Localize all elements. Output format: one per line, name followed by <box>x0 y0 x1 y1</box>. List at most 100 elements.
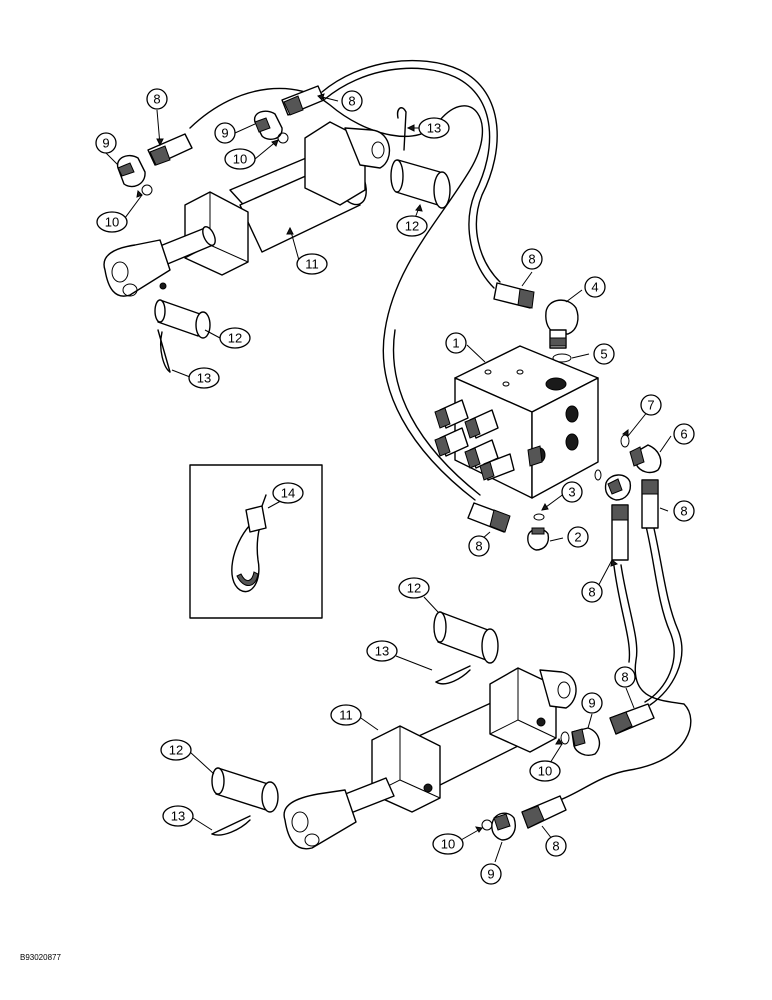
leader-6 <box>659 435 672 453</box>
arrow-10a <box>271 139 279 147</box>
cartridge-3-hex <box>464 417 481 439</box>
callout-8: 8 <box>673 500 695 522</box>
cotter-pin-lower-left-2 <box>211 819 251 836</box>
callout-oval <box>272 482 304 504</box>
leader-9c <box>587 713 593 729</box>
callout-oval <box>521 248 543 270</box>
callout-2: 2 <box>567 526 589 548</box>
leader-11b <box>357 715 379 731</box>
valve-block <box>434 345 599 499</box>
callout-label: 8 <box>680 504 687 519</box>
lower-clevis-hole-2 <box>304 833 320 847</box>
callout-9: 9 <box>480 863 502 885</box>
arrow-8f <box>610 559 619 567</box>
cotter-pin-upper-left <box>157 329 171 373</box>
valve-top-hole-1 <box>484 369 492 375</box>
arrow-8a <box>156 138 164 147</box>
lower-gland-edge-2 <box>399 779 441 799</box>
callout-8: 8 <box>468 535 490 557</box>
upper-pins <box>154 107 451 373</box>
lower-rear-clevis-hole <box>557 681 571 699</box>
callout-11: 11 <box>296 253 328 275</box>
callout-9: 9 <box>581 692 603 714</box>
callout-13: 13 <box>418 117 450 139</box>
valve-right-port-1 <box>565 405 579 423</box>
callout-oval <box>146 88 168 110</box>
callout-13: 13 <box>188 367 220 389</box>
callout-oval <box>396 215 428 237</box>
valve-top-hole-3 <box>502 381 510 387</box>
leader-8g <box>625 687 635 709</box>
callout-label: 8 <box>588 585 595 600</box>
hose-upper-a <box>321 59 501 283</box>
callout-6: 6 <box>673 423 695 445</box>
upper-fittings <box>116 85 325 196</box>
upper-grease-fitting <box>159 282 167 290</box>
callout-8: 8 <box>521 248 543 270</box>
oring-lower-right <box>560 731 570 745</box>
callout-oval <box>432 833 464 855</box>
upper-gland-edge-2 <box>209 244 249 263</box>
leader-13c <box>395 655 433 671</box>
leader-4 <box>565 289 583 303</box>
valve-cartridges <box>434 399 543 481</box>
callout-3: 3 <box>561 481 583 503</box>
callout-label: 10 <box>441 837 455 852</box>
pin-lower-top-end <box>433 611 447 643</box>
callout-label: 1 <box>452 336 459 351</box>
lower-cylinder <box>283 667 577 850</box>
arrow-12a <box>415 203 423 212</box>
cotter-pin-lower-top-2 <box>435 669 471 685</box>
callout-oval <box>593 343 615 365</box>
callout-8: 8 <box>545 835 567 857</box>
hose-lower-a <box>649 519 683 706</box>
lower-pins <box>211 611 499 836</box>
oring-upper-left <box>141 184 153 196</box>
arrow-11a <box>286 226 294 235</box>
callout-oval <box>584 276 606 298</box>
callout-oval <box>219 327 251 349</box>
hose-fitting-vertical-right-hex <box>641 479 659 495</box>
callout-oval <box>614 666 636 688</box>
elbow-lower-right-hex <box>571 728 586 747</box>
callout-14: 14 <box>272 482 304 504</box>
lower-rear-edge-2 <box>517 719 557 739</box>
leader-12c <box>423 596 439 613</box>
callout-label: 12 <box>228 331 242 346</box>
elbow-2-hex <box>531 527 545 535</box>
upper-cylinder <box>103 121 391 297</box>
callout-12: 12 <box>160 739 192 761</box>
callout-oval <box>468 535 490 557</box>
leader-7 <box>627 410 649 437</box>
clamp-head <box>245 505 267 533</box>
callout-oval <box>581 692 603 714</box>
callout-label: 10 <box>538 764 552 779</box>
callout-8: 8 <box>341 90 363 112</box>
cartridge-5-hex <box>479 461 495 481</box>
callout-label: 11 <box>339 708 353 723</box>
callout-oval <box>188 367 220 389</box>
elbow-6 <box>635 444 662 474</box>
elbow-3-fitting-hex <box>607 478 623 495</box>
cartridge-1-hex <box>434 407 451 429</box>
lower-front-clevis <box>283 789 357 850</box>
callout-label: 12 <box>407 581 421 596</box>
callout-13: 13 <box>366 640 398 662</box>
valve-top-port <box>545 377 567 391</box>
callout-oval <box>96 211 128 233</box>
leader-13b <box>171 369 191 378</box>
callout-oval <box>224 148 256 170</box>
cotter-pin-lower-top <box>435 665 471 683</box>
callout-oval <box>418 117 450 139</box>
cartridge-6 <box>527 445 543 467</box>
callout-oval <box>561 481 583 503</box>
lower-gland-port <box>423 783 433 793</box>
callout-label: 6 <box>680 427 687 442</box>
hose-lower-a-inner <box>644 521 675 703</box>
callout-label: 8 <box>475 539 482 554</box>
pin-upper-left-head <box>195 311 211 339</box>
leader-8d <box>659 507 669 512</box>
hose-fitting-valve-left-hex <box>489 509 511 533</box>
callout-oval <box>545 835 567 857</box>
hose-fitting-lower-left-hex <box>521 805 545 829</box>
